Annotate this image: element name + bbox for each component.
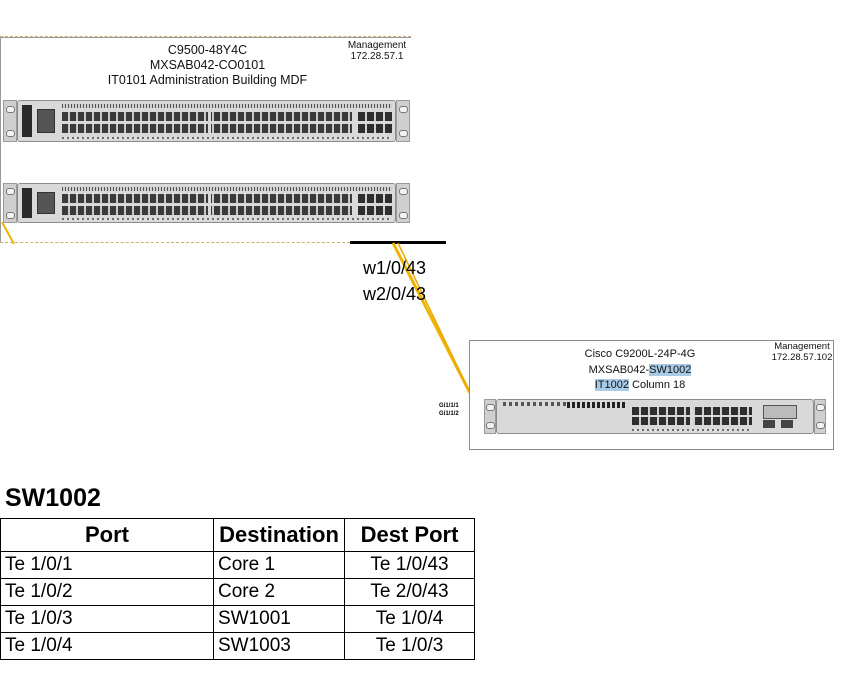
core-management: Management 172.28.57.1 xyxy=(340,40,414,62)
table-row: Te 1/0/3 SW1001 Te 1/0/4 xyxy=(0,605,475,633)
core-box-top-border xyxy=(0,36,411,37)
access-hostname: MXSAB042-SW1002 xyxy=(588,363,692,376)
core-mgmt-ip: 172.28.57.1 xyxy=(350,51,404,62)
uplink-line-1 xyxy=(391,242,472,394)
cell-destination: SW1001 xyxy=(213,605,345,633)
access-switch xyxy=(484,399,826,434)
core-title: C9500-48Y4C MXSAB042-CO0101 IT0101 Admin… xyxy=(95,43,320,88)
table-row: Te 1/0/2 Core 2 Te 2/0/43 xyxy=(0,578,475,606)
link-label-1: w1/0/43 xyxy=(363,258,427,278)
core-location: IT0101 Administration Building MDF xyxy=(107,73,308,87)
link-labels: w1/0/43 w2/0/43 xyxy=(363,255,426,307)
access-uplink-ports: Gi1/1/1 Gi1/1/2 xyxy=(439,402,459,418)
access-port-1: Gi1/1/1 xyxy=(439,403,459,409)
core-model: C9500-48Y4C xyxy=(167,43,248,57)
cell-destination: Core 2 xyxy=(213,578,345,606)
core-mgmt-label: Management xyxy=(347,40,407,51)
cell-dest-port: Te 1/0/3 xyxy=(344,632,475,660)
table-row: Te 1/0/1 Core 1 Te 1/0/43 xyxy=(0,551,475,579)
access-mgmt-ip: 172.28.57.102 xyxy=(771,352,833,363)
access-location: IT1002 Column 18 xyxy=(594,379,686,391)
access-model: Cisco C9200L-24P-4G xyxy=(584,348,696,360)
cell-dest-port: Te 1/0/43 xyxy=(344,551,475,579)
link-label-2: w2/0/43 xyxy=(363,284,427,304)
table-title: SW1002 xyxy=(5,484,101,512)
core-hostname: MXSAB042-CO0101 xyxy=(149,58,266,72)
access-port-2: Gi1/1/2 xyxy=(439,411,459,417)
header-port: Port xyxy=(0,518,214,552)
port-table: Port Destination Dest Port Te 1/0/1 Core… xyxy=(0,518,475,660)
core-link-stub xyxy=(1,221,15,245)
core-switch-1 xyxy=(3,100,410,142)
table-row: Te 1/0/4 SW1003 Te 1/0/3 xyxy=(0,632,475,660)
cell-port: Te 1/0/3 xyxy=(0,605,214,633)
cell-destination: SW1003 xyxy=(213,632,345,660)
link-bar xyxy=(350,241,446,244)
cell-dest-port: Te 2/0/43 xyxy=(344,578,475,606)
table-header-row: Port Destination Dest Port xyxy=(0,518,475,552)
header-dest-port: Dest Port xyxy=(344,518,475,552)
uplink-line-2 xyxy=(397,242,474,400)
core-box-bottom-border xyxy=(0,242,350,243)
cell-port: Te 1/0/1 xyxy=(0,551,214,579)
cell-dest-port: Te 1/0/4 xyxy=(344,605,475,633)
core-switch-group xyxy=(0,37,411,243)
header-destination: Destination xyxy=(213,518,345,552)
access-location-highlight: IT1002 xyxy=(594,379,629,391)
access-title: Cisco C9200L-24P-4G MXSAB042-SW1002 IT10… xyxy=(560,347,720,394)
access-hostname-highlight: SW1002 xyxy=(649,363,692,376)
access-mgmt-label: Management xyxy=(774,341,830,352)
cell-port: Te 1/0/4 xyxy=(0,632,214,660)
cell-port: Te 1/0/2 xyxy=(0,578,214,606)
cell-destination: Core 1 xyxy=(213,551,345,579)
access-management: Management 172.28.57.102 xyxy=(769,341,835,363)
core-switch-2 xyxy=(3,183,410,223)
